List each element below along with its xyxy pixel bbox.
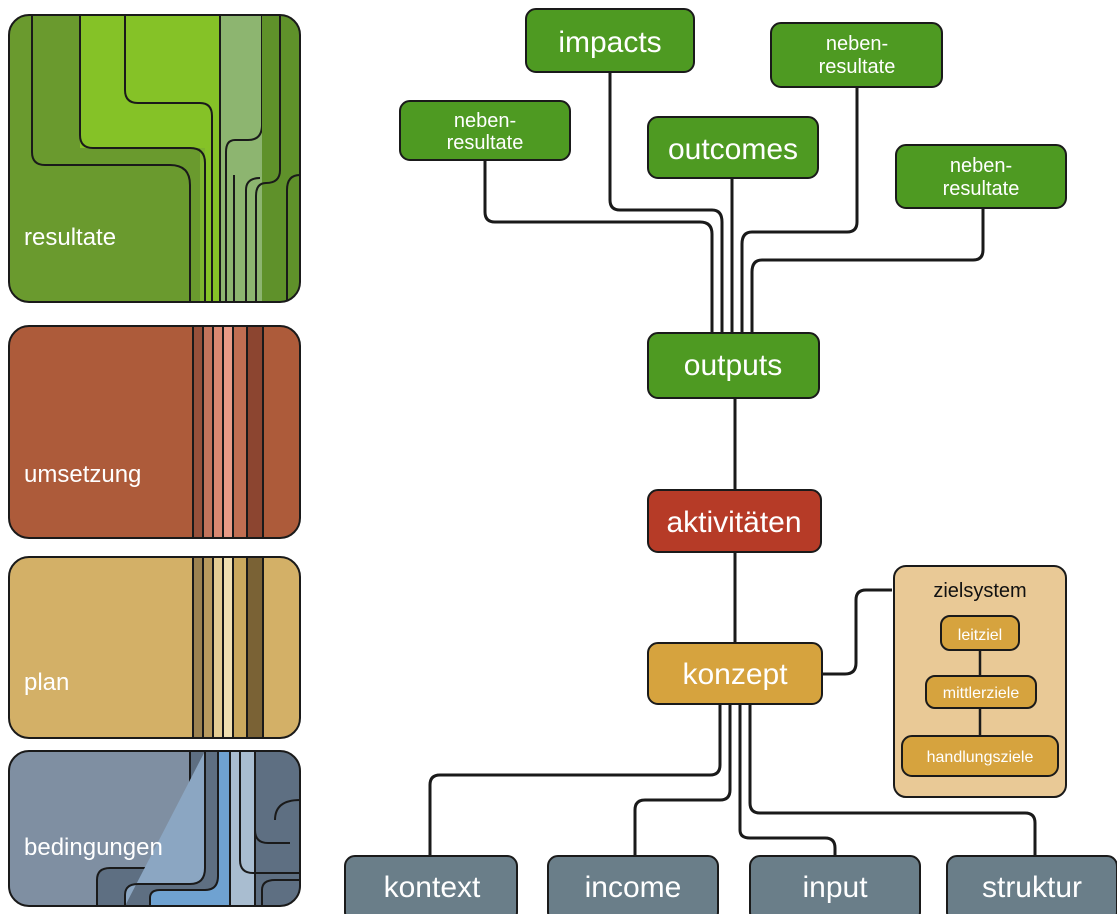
zielsystem-item-handlungsziele-label: handlungsziele xyxy=(927,749,1034,766)
node-income-label: income xyxy=(585,871,682,904)
node-outcomes-label: outcomes xyxy=(668,133,798,166)
node-struktur[interactable]: struktur xyxy=(946,855,1117,914)
zielsystem-item-leitziel[interactable]: leitziel xyxy=(940,615,1020,651)
connector-lines xyxy=(428,64,1037,856)
node-kontext[interactable]: kontext xyxy=(344,855,518,914)
panel-resultate: resultate xyxy=(8,14,301,303)
node-income[interactable]: income xyxy=(547,855,719,914)
node-konzept-label: konzept xyxy=(682,658,788,691)
zielsystem-item-leitziel-label: leitziel xyxy=(958,627,1002,644)
node-outputs-label: outputs xyxy=(684,349,782,382)
panel-label-plan: plan xyxy=(24,669,69,696)
node-nebenresultate-left[interactable]: neben- resultate xyxy=(399,100,571,161)
node-nebenresultate-left-line2: resultate xyxy=(447,132,524,154)
panel-label-umsetzung: umsetzung xyxy=(24,461,141,488)
node-impacts-label: impacts xyxy=(558,26,661,59)
node-kontext-label: kontext xyxy=(384,871,481,904)
panel-label-resultate: resultate xyxy=(24,224,116,251)
zielsystem-item-mittlerziele-label: mittlerziele xyxy=(943,685,1020,702)
node-nebenresultate-top[interactable]: neben- resultate xyxy=(770,22,943,88)
zielsystem-item-handlungsziele[interactable]: handlungsziele xyxy=(901,735,1059,777)
node-outcomes[interactable]: outcomes xyxy=(647,116,819,179)
zielsystem-box: zielsystem leitziel mittlerziele handlun… xyxy=(893,565,1067,798)
panel-bedingungen: bedingungen xyxy=(8,750,301,907)
node-nebenresultate-right-line1: neben- xyxy=(950,155,1012,177)
node-nebenresultate-top-line1: neben- xyxy=(826,33,888,55)
node-nebenresultate-top-line2: resultate xyxy=(819,56,896,78)
zielsystem-item-mittlerziele[interactable]: mittlerziele xyxy=(925,675,1037,709)
node-impacts[interactable]: impacts xyxy=(525,8,695,73)
node-aktivitaeten[interactable]: aktivitäten xyxy=(647,489,822,553)
node-nebenresultate-right[interactable]: neben- resultate xyxy=(895,144,1067,209)
node-aktivitaeten-label: aktivitäten xyxy=(666,506,801,539)
node-nebenresultate-left-line1: neben- xyxy=(454,110,516,132)
panel-umsetzung: umsetzung xyxy=(8,325,301,539)
panel-plan: plan xyxy=(8,556,301,739)
node-struktur-label: struktur xyxy=(982,871,1082,904)
panel-label-bedingungen: bedingungen xyxy=(24,834,163,861)
node-konzept[interactable]: konzept xyxy=(647,642,823,705)
zielsystem-title: zielsystem xyxy=(933,580,1026,602)
node-outputs[interactable]: outputs xyxy=(647,332,820,399)
node-input[interactable]: input xyxy=(749,855,921,914)
node-input-label: input xyxy=(802,871,868,904)
node-nebenresultate-right-line2: resultate xyxy=(943,178,1020,200)
